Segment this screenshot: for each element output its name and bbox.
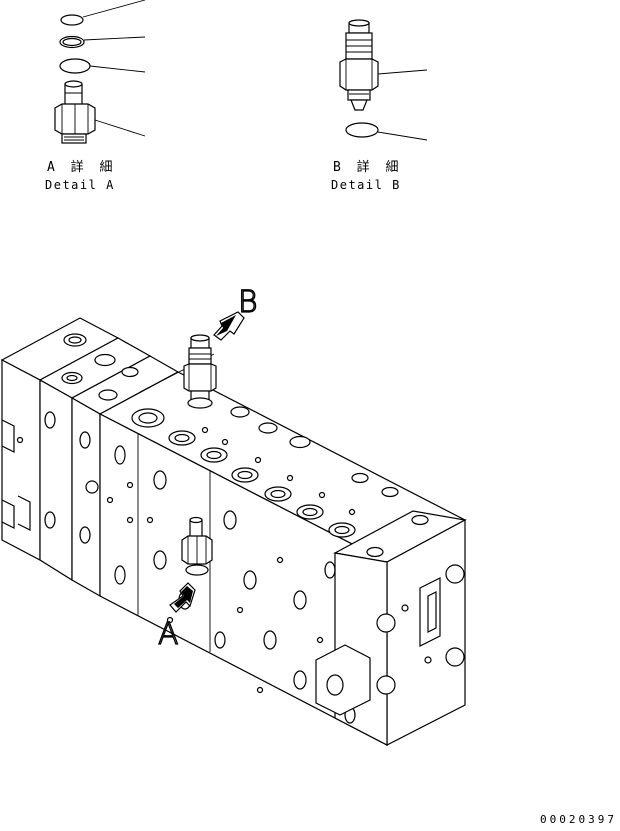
- callout-a: A: [157, 582, 196, 653]
- document-number: 00020397: [540, 813, 617, 826]
- bolt-icon: [376, 675, 396, 695]
- callout-a-letter: A: [158, 617, 179, 652]
- front-face-holes: [16, 411, 356, 724]
- detail-a-view: A 詳 細 Detail A: [45, 0, 146, 192]
- bolt-icon: [445, 564, 465, 584]
- control-valve-body: [0, 317, 467, 746]
- detail-b-view: B 詳 細 Detail B: [331, 19, 428, 192]
- detail-b-title: B 詳 細: [333, 159, 402, 175]
- detail-b-oring: [345, 122, 379, 138]
- detail-a-large-oring: [59, 58, 91, 74]
- bolt-icon: [376, 613, 396, 633]
- end-cap: [315, 564, 465, 716]
- detail-a-title: A 詳 細: [47, 159, 116, 175]
- callout-b: B: [213, 284, 258, 341]
- detail-b-subtitle: Detail B: [331, 178, 401, 192]
- detail-a-subtitle: Detail A: [45, 178, 115, 192]
- plug-a-installed: [181, 516, 213, 576]
- bolt-icon: [445, 647, 465, 667]
- detail-a-small-oring: [60, 14, 84, 26]
- detail-b-relief-valve: [339, 19, 379, 111]
- detail-a-backup-ring: [59, 35, 85, 49]
- callout-b-letter: B: [238, 285, 258, 320]
- detail-a-plug: [54, 80, 96, 144]
- relief-valve-b-installed: [183, 334, 217, 409]
- top-face-ports: [61, 333, 429, 558]
